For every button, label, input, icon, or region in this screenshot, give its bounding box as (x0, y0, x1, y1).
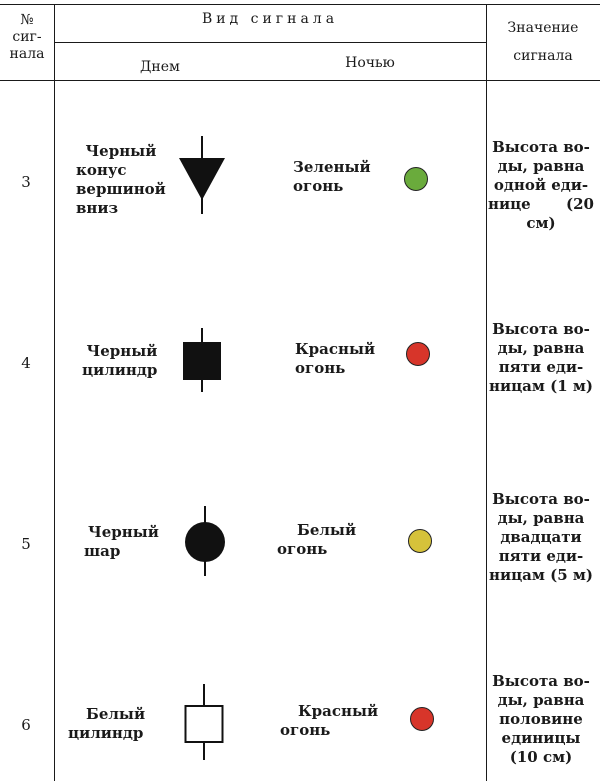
black-ball-icon (185, 506, 225, 576)
meaning-column-header: Значение сигнала (486, 14, 600, 70)
red-light-icon (410, 707, 434, 731)
night-description: Белый огонь (277, 521, 357, 558)
night-description: Зеленый огонь (293, 158, 371, 195)
header-inner-border (54, 42, 486, 43)
white-light-icon (408, 529, 432, 553)
signal-number: 6 (21, 716, 31, 734)
table-top-border (0, 4, 600, 5)
day-column-header: Днем (140, 59, 180, 75)
signal-number: 5 (21, 535, 31, 553)
day-description: Белый цилиндр (68, 705, 146, 742)
number-header-line: сиг- (12, 29, 42, 45)
meaning-header-line: Значение (507, 20, 579, 36)
signal-meaning: Высота во- ды, равна двадцати пяти еди- … (488, 490, 594, 584)
red-light-icon (406, 342, 430, 366)
night-description: Красный огонь (280, 702, 379, 739)
day-description: Черный шар (84, 523, 159, 560)
black-cylinder-icon (183, 328, 221, 392)
number-header-line: № (20, 12, 34, 28)
signal-meaning: Высота во- ды, равна одной еди- нице (20… (488, 138, 594, 232)
number-column-header: № сиг- нала (0, 12, 54, 63)
green-light-icon (404, 167, 428, 191)
col-divider-meaning (486, 4, 487, 781)
day-description: Черный цилиндр (82, 342, 158, 379)
day-description: Черный конус вершиной вниз (76, 142, 166, 217)
signal-number: 4 (21, 354, 31, 372)
signal-meaning: Высота во- ды, равна половине единицы (1… (492, 672, 590, 766)
header-bottom-border (0, 80, 600, 81)
signal-view-header: Вид сигнала (201, 11, 339, 27)
col-divider-number (54, 4, 55, 781)
night-description: Красный огонь (295, 340, 376, 377)
signal-meaning: Высота во- ды, равна пяти еди- ницам (1 … (488, 320, 594, 395)
night-column-header: Ночью (345, 55, 395, 71)
black-cone-point-down-icon (179, 136, 225, 214)
signal-number: 3 (21, 173, 31, 191)
meaning-header-line: сигнала (513, 48, 573, 64)
white-cylinder-icon (184, 684, 224, 760)
number-header-line: нала (9, 46, 45, 62)
